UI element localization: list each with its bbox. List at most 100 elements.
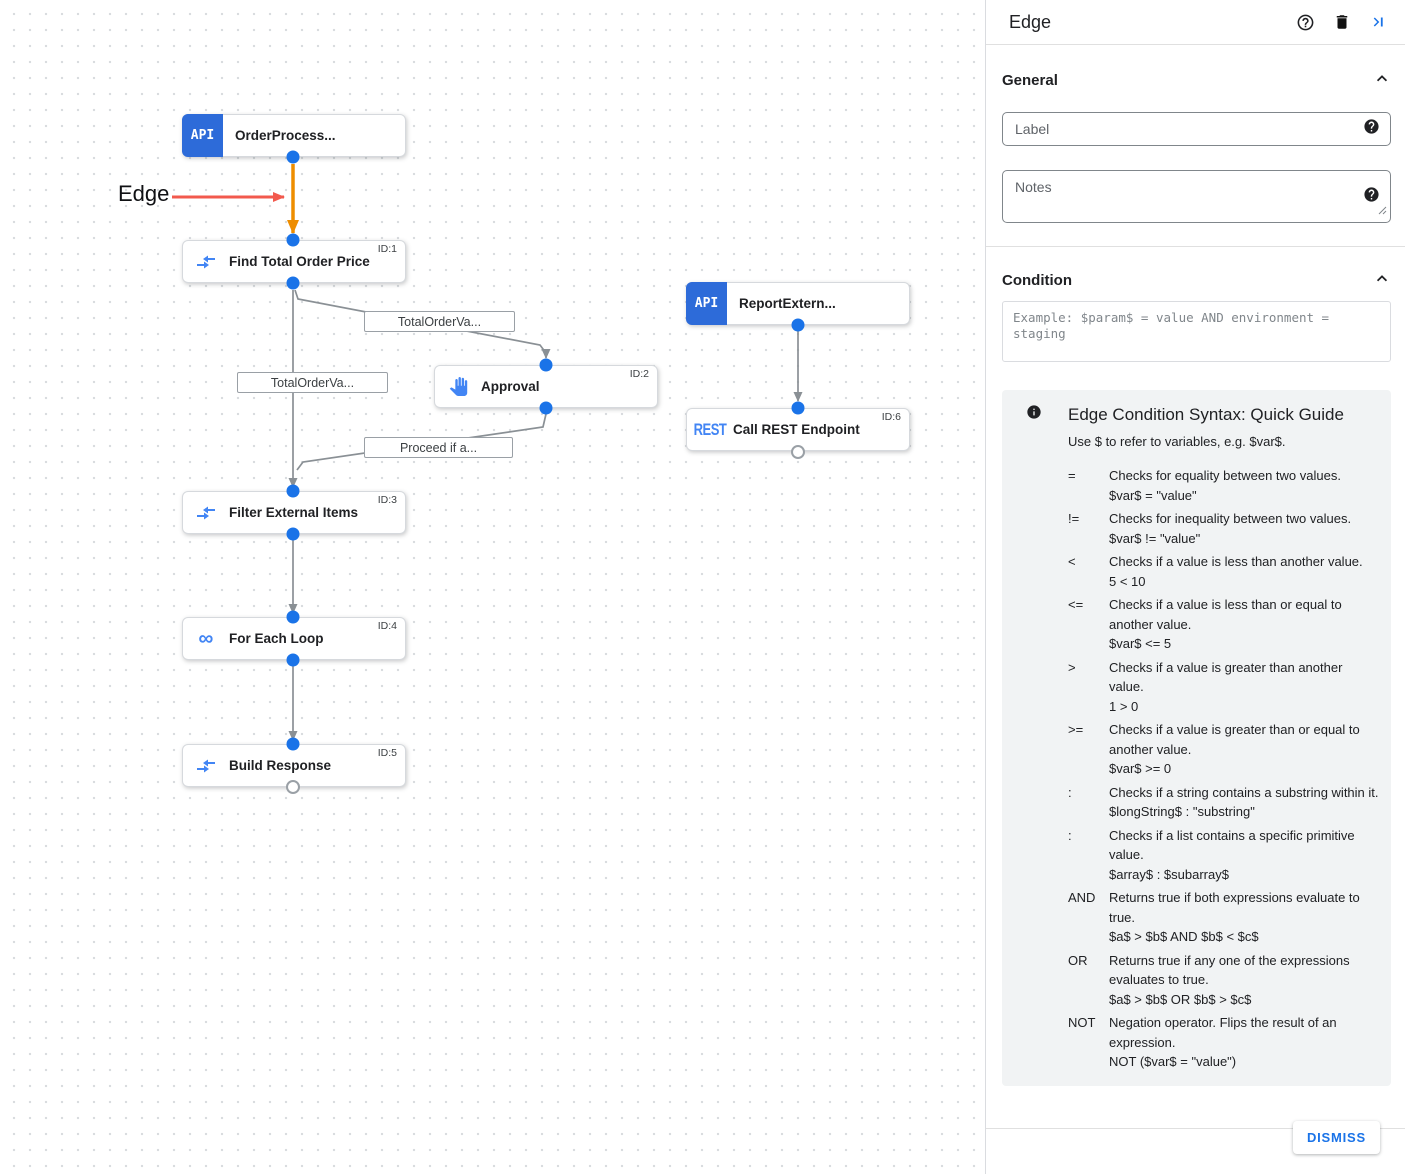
guide-example: $var$ >= 0 — [1109, 761, 1172, 776]
data-mapping-icon — [183, 505, 229, 521]
guide-description: Checks if a value is greater than anothe… — [1109, 659, 1343, 695]
edge-condition-label[interactable]: TotalOrderVa... — [364, 311, 515, 332]
guide-intro: Use $ to refer to variables, e.g. $var$. — [1068, 434, 1286, 449]
guide-description: Checks if a value is greater than or equ… — [1109, 722, 1360, 757]
guide-operator: AND — [1068, 890, 1096, 905]
textarea-resize-handle[interactable] — [1378, 202, 1387, 220]
guide-description: Returns true if any one of the expressio… — [1109, 952, 1350, 988]
node-id-badge: ID:1 — [377, 243, 397, 255]
help-button[interactable] — [1295, 12, 1315, 32]
notes-textarea[interactable] — [1003, 171, 1390, 217]
guide-row: OR Returns true if any one of the expres… — [1068, 951, 1379, 1010]
node-orderprocess[interactable]: API OrderProcess... — [182, 114, 406, 157]
port-input[interactable] — [286, 610, 300, 624]
label-field-wrap — [1002, 112, 1391, 146]
node-id-badge: ID:4 — [377, 620, 397, 632]
guide-example: $var$ <= 5 — [1109, 636, 1172, 651]
condition-heading: Condition — [1002, 271, 1072, 289]
port-output-open[interactable] — [791, 445, 805, 459]
edge-condition-label[interactable]: Proceed if a... — [364, 437, 513, 458]
notes-field-wrap — [1002, 170, 1391, 223]
guide-example: $array$ : $subarray$ — [1109, 866, 1229, 882]
guide-operator: != — [1068, 511, 1080, 526]
guide-operator: >= — [1068, 722, 1084, 737]
guide-example: 5 < 10 — [1109, 573, 1146, 589]
edge-annotation-label: Edge — [118, 181, 170, 206]
guide-example: $a$ > $b$ OR $b$ > $c$ — [1109, 991, 1252, 1007]
edge-findtotal-to-approval[interactable] — [294, 289, 551, 359]
port-output-open[interactable] — [286, 780, 300, 794]
guide-description: Negation operator. Flips the result of a… — [1109, 1015, 1337, 1050]
port-output[interactable] — [286, 653, 300, 667]
guide-operator: < — [1068, 554, 1076, 569]
label-help-icon[interactable] — [1363, 118, 1380, 140]
port-input[interactable] — [539, 358, 553, 372]
edges-layer — [172, 164, 803, 741]
guide-row: <= Checks if a value is less than or equ… — [1068, 595, 1379, 654]
panel-title: Edge — [1009, 11, 1052, 32]
guide-row: = Checks for equality between two values… — [1068, 466, 1379, 505]
port-output[interactable] — [539, 401, 553, 415]
port-output[interactable] — [286, 527, 300, 541]
data-mapping-icon — [183, 254, 229, 270]
info-icon — [1026, 404, 1042, 425]
api-trigger-icon: API — [686, 282, 727, 325]
port-input[interactable] — [286, 233, 300, 247]
guide-operator: OR — [1068, 952, 1088, 968]
guide-row: >= Checks if a value is greater than or … — [1068, 720, 1379, 779]
port-output[interactable] — [286, 276, 300, 290]
guide-row: AND Returns true if both expressions eva… — [1068, 888, 1379, 947]
collapse-condition-chevron-icon[interactable] — [1373, 271, 1391, 289]
condition-syntax-guide: Edge Condition Syntax: Quick Guide Use $… — [1002, 390, 1391, 1086]
node-call-rest-endpoint[interactable]: ID:6 REST Call REST Endpoint — [686, 408, 910, 451]
guide-description: Returns true if both expressions evaluat… — [1109, 890, 1360, 925]
guide-description: Checks for equality between two values. — [1109, 468, 1341, 483]
port-input[interactable] — [286, 737, 300, 751]
node-id-badge: ID:5 — [377, 747, 397, 759]
general-section-header: General — [1002, 71, 1391, 89]
condition-section-header: Condition — [1002, 271, 1391, 289]
guide-description: Checks for inequality between two values… — [1109, 511, 1352, 526]
general-heading: General — [1002, 71, 1058, 89]
port-input[interactable] — [286, 484, 300, 498]
port-output[interactable] — [791, 318, 805, 332]
panel-header: Edge — [986, 0, 1405, 45]
workflow-canvas[interactable]: TotalOrderVa... TotalOrderVa... Proceed … — [0, 0, 985, 1174]
node-for-each-loop[interactable]: ID:4 ∞ For Each Loop — [182, 617, 406, 660]
guide-example: 1 > 0 — [1109, 698, 1139, 714]
delete-edge-button[interactable] — [1332, 12, 1352, 32]
guide-operator: : — [1068, 827, 1072, 843]
label-input[interactable] — [1003, 113, 1390, 145]
collapse-general-chevron-icon[interactable] — [1373, 71, 1391, 89]
guide-row: : Checks if a string contains a substrin… — [1068, 783, 1379, 822]
guide-operator: : — [1068, 784, 1072, 800]
guide-title: Edge Condition Syntax: Quick Guide — [1068, 405, 1344, 424]
node-id-badge: ID:3 — [377, 494, 397, 506]
guide-operator: <= — [1068, 597, 1084, 612]
port-output[interactable] — [286, 150, 300, 164]
guide-example: NOT ($var$ = "value") — [1109, 1054, 1237, 1069]
guide-row: NOT Negation operator. Flips the result … — [1068, 1013, 1379, 1072]
section-divider — [986, 246, 1405, 247]
node-reportextern[interactable]: API ReportExtern... — [686, 282, 910, 325]
port-input[interactable] — [791, 401, 805, 415]
guide-row: > Checks if a value is greater than anot… — [1068, 658, 1379, 717]
guide-example: $a$ > $b$ AND $b$ < $c$ — [1109, 929, 1259, 944]
node-id-badge: ID:2 — [629, 368, 649, 380]
guide-row: < Checks if a value is less than another… — [1068, 552, 1379, 591]
edge-condition-label[interactable]: TotalOrderVa... — [237, 372, 388, 393]
dismiss-button[interactable]: DISMISS — [1292, 1121, 1380, 1154]
guide-example: $longString$ : "substring" — [1109, 804, 1255, 819]
guide-operator: = — [1068, 468, 1076, 483]
guide-description: Checks if a value is less than or equal … — [1109, 597, 1342, 632]
guide-description: Checks if a list contains a specific pri… — [1109, 827, 1355, 863]
panel-footer-divider — [986, 1128, 1405, 1129]
guide-description: Checks if a string contains a substring … — [1109, 784, 1379, 800]
guide-row: : Checks if a list contains a specific p… — [1068, 826, 1379, 885]
collapse-panel-icon[interactable] — [1369, 12, 1389, 32]
guide-description: Checks if a value is less than another v… — [1109, 554, 1363, 569]
notes-help-icon[interactable] — [1363, 186, 1380, 208]
condition-textarea[interactable] — [1003, 302, 1390, 356]
data-mapping-icon — [183, 758, 229, 774]
